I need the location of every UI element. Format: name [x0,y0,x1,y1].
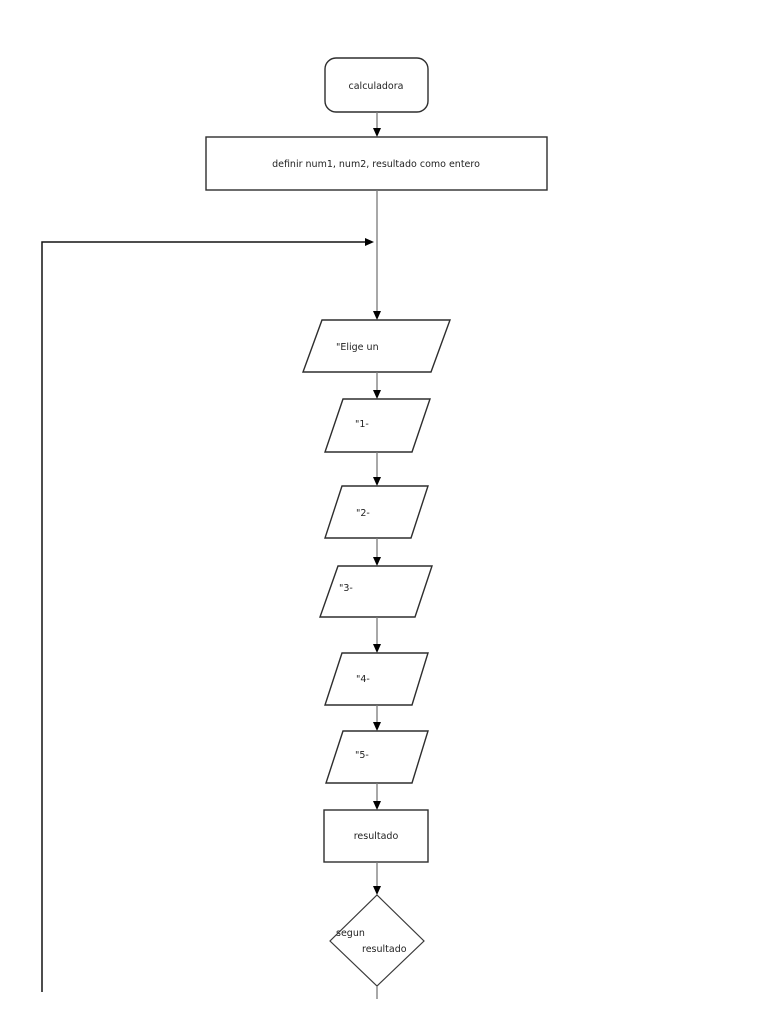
connector-result-decision [373,862,381,895]
node-start: calculadora [324,57,429,113]
arrowhead-icon [373,557,381,566]
node-option-4-label: "4- [356,674,370,685]
node-option-1-shape [324,398,431,453]
connector-option4-option5 [373,705,381,731]
node-menu-prompt-label: "Elige un [336,342,379,353]
node-option-4: "4- [324,652,429,706]
node-option-3-label: "3- [339,583,353,594]
arrowhead-icon [373,128,381,137]
connector-start-declare [373,112,381,137]
node-menu-prompt: "Elige un [301,319,452,373]
node-option-5: "5- [325,730,429,784]
connector-menu-option1 [373,372,381,399]
loop-back-arrowhead-icon [365,238,374,246]
node-menu-prompt-shape [301,319,452,373]
arrowhead-icon [373,477,381,486]
arrowhead-icon [373,644,381,653]
node-result-shape [323,809,429,863]
node-declare: definir num1, num2, resultado como enter… [205,136,548,191]
node-decision-label-line1: segun [336,928,365,939]
node-option-5-shape [325,730,429,784]
node-option-3: "3- [319,565,433,618]
connector-option1-option2 [373,452,381,486]
node-option-1: "1- [324,398,431,453]
node-decision-shape [329,894,425,987]
connector-option2-option3 [373,538,381,566]
node-option-2-label: "2- [356,508,370,519]
node-option-4-shape [324,652,429,706]
node-declare-label: definir num1, num2, resultado como enter… [272,159,480,170]
node-decision: segun resultado [329,894,425,987]
node-decision-label-line2: resultado [362,944,407,955]
node-option-1-label: "1- [355,419,369,430]
loop-back-connector [41,238,374,992]
loop-back-line [41,241,365,992]
arrowhead-icon [373,311,381,320]
node-option-5-label: "5- [355,750,369,761]
node-option-3-shape [319,565,433,618]
arrowhead-icon [373,801,381,810]
arrowhead-icon [373,722,381,731]
arrowhead-icon [373,390,381,399]
arrowhead-icon [373,886,381,895]
connector-declare-menu [373,190,381,320]
node-start-label: calculadora [349,81,404,92]
node-result: resultado [323,809,429,863]
connector-option5-result [373,783,381,810]
connector-option3-option4 [373,617,381,653]
node-result-label: resultado [354,831,399,842]
node-option-2: "2- [324,485,429,539]
node-option-2-shape [324,485,429,539]
